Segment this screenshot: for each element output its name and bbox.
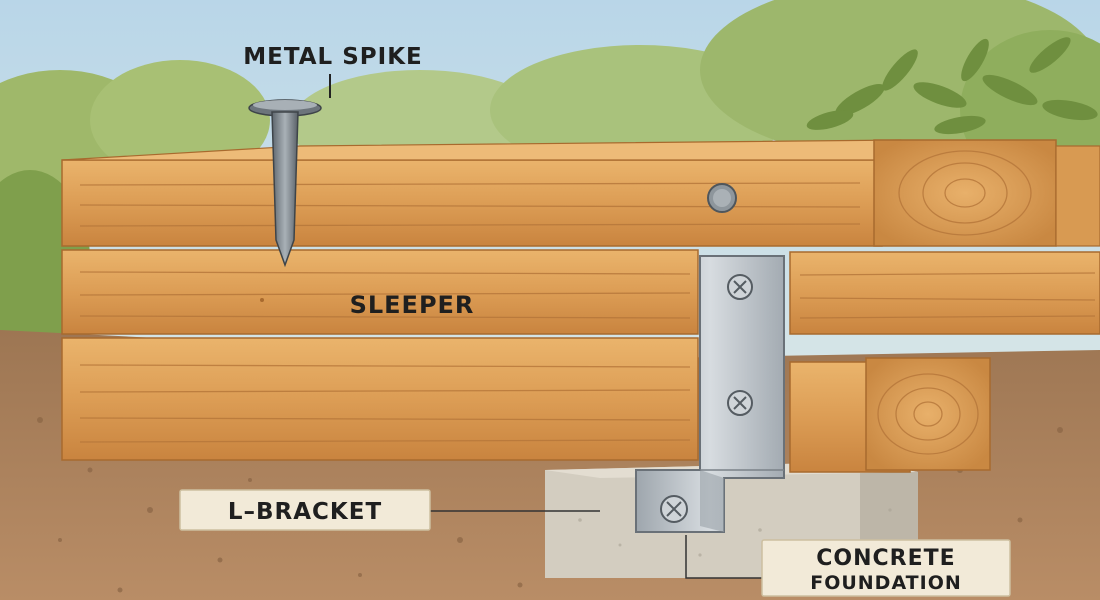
concrete-foundation-label-line1: CONCRETE	[816, 546, 955, 571]
screw-middle-icon	[727, 390, 753, 416]
l-bracket-label-box	[179, 489, 431, 531]
concrete-leader-line	[685, 535, 762, 579]
metal-spike-icon	[248, 99, 322, 268]
screw-lower-icon	[660, 495, 688, 523]
sleeper-label: SLEEPER	[350, 291, 475, 319]
sleeper-middle	[61, 249, 1100, 335]
bolt-head-icon	[707, 183, 737, 213]
l-bracket-shape	[635, 255, 785, 533]
metal-spike-label: METAL SPIKE	[243, 44, 422, 70]
l-bracket-label: L–BRACKET	[228, 499, 382, 525]
plant-leaves	[806, 37, 1098, 135]
concrete-foundation-label-box	[761, 539, 1011, 597]
screw-upper-icon	[727, 274, 753, 300]
sleeper-top	[61, 139, 1100, 247]
sleeper-bottom	[61, 337, 991, 473]
concrete-foundation-label-line2: FOUNDATION	[810, 572, 962, 594]
